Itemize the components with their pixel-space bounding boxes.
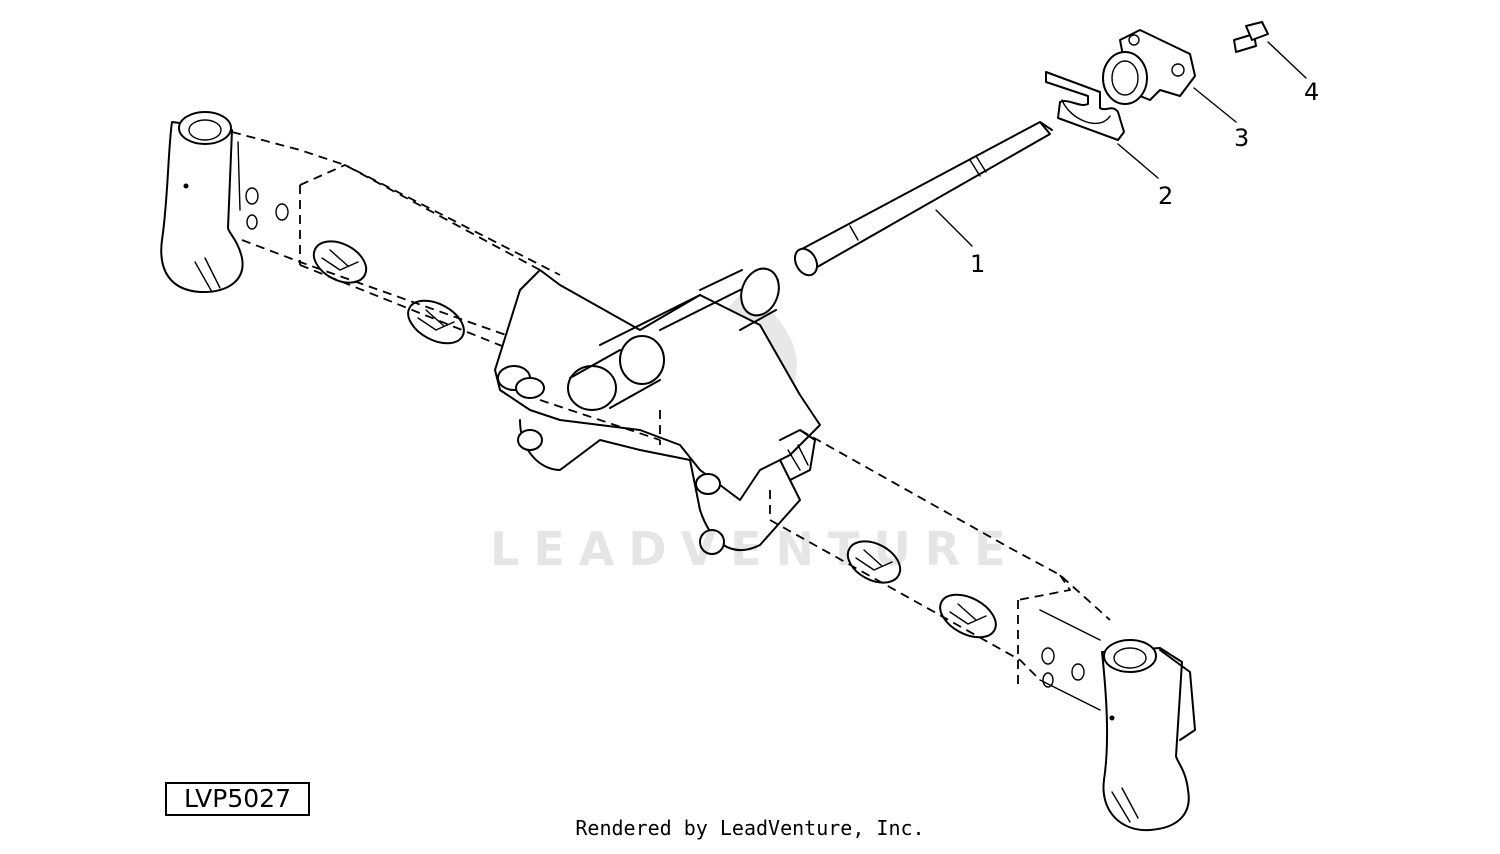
diagram-id-label: LVP5027	[165, 782, 310, 816]
callout-4: 4	[1304, 78, 1319, 106]
shaft-part	[793, 121, 1053, 277]
callout-3: 3	[1234, 124, 1249, 152]
shim-plate-part	[1045, 71, 1125, 141]
bolt-part	[1233, 21, 1269, 53]
bushing-housing-part	[1102, 29, 1196, 105]
credit-line: Rendered by LeadVenture, Inc.	[575, 816, 925, 840]
axle-housing	[160, 111, 1196, 832]
leader-lines	[935, 41, 1307, 247]
callout-2: 2	[1158, 182, 1173, 210]
callout-1: 1	[970, 250, 985, 278]
watermark-text: LEADVENTURE	[490, 522, 1020, 576]
